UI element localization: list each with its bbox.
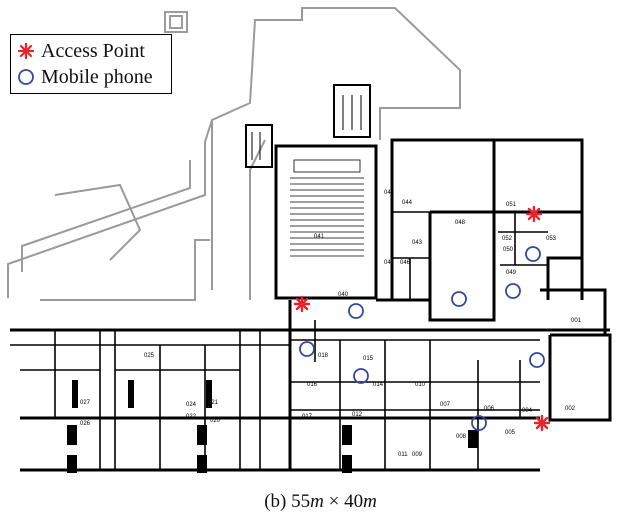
circle-icon — [18, 69, 34, 85]
caption-width-unit: m — [310, 491, 324, 512]
room-label: 052 — [502, 236, 513, 242]
caption-width: 55 — [291, 491, 311, 512]
caption-height-unit: m — [363, 491, 377, 512]
room-label: 025 — [144, 353, 155, 359]
room-label: 015 — [363, 356, 374, 362]
room-label: 008 — [456, 434, 467, 440]
mobile-phone-marker — [353, 368, 369, 384]
room-label: 047 — [384, 260, 395, 266]
mobile-phone-marker — [471, 415, 487, 431]
mobile-phone-marker — [348, 303, 364, 319]
mobile-phone-marker — [505, 283, 521, 299]
legend-row-mobile-phone: Mobile phone — [17, 65, 153, 89]
legend-row-access-point: Access Point — [17, 39, 145, 63]
access-point-marker — [525, 205, 543, 223]
room-label: 001 — [571, 318, 582, 324]
room-label: 020 — [210, 418, 221, 424]
room-label: 010 — [415, 382, 426, 388]
caption-prefix: (b) — [264, 491, 287, 512]
mobile-phones — [299, 246, 545, 431]
room-label: 043 — [412, 240, 423, 246]
legend: Access Point Mobile phone — [10, 34, 172, 94]
mobile-phone-marker — [529, 352, 545, 368]
room-label: 049 — [506, 270, 517, 276]
room-label: 051 — [506, 202, 517, 208]
caption-times: × — [328, 491, 340, 512]
room-label: 014 — [373, 382, 384, 388]
room-label: 007 — [440, 402, 451, 408]
room-label: 018 — [318, 353, 329, 359]
room-label: 027 — [80, 400, 91, 406]
main-walls — [10, 138, 612, 472]
room-label: 044 — [402, 200, 413, 206]
room-label: 006 — [484, 406, 495, 412]
room-label: 041 — [314, 234, 325, 240]
caption-height: 40 — [344, 491, 364, 512]
lecture-seating — [290, 159, 364, 257]
room-label: 040 — [338, 292, 349, 298]
room-label: 046 — [400, 260, 411, 266]
room-label: 017 — [302, 414, 313, 420]
room-label: 002 — [565, 406, 576, 412]
mobile-phone-marker — [299, 341, 315, 357]
room-label: 026 — [80, 421, 91, 427]
room-label: 012 — [352, 412, 363, 418]
room-label: 048 — [455, 220, 466, 226]
outer-building-outline — [7, 7, 461, 301]
room-label: 005 — [505, 430, 516, 436]
room-label: 022 — [186, 414, 197, 420]
stair-bars — [67, 380, 478, 473]
room-label: 016 — [307, 382, 318, 388]
room-labels: 041 042 044 048 043 047 046 051 052 053 … — [80, 190, 582, 458]
access-points — [293, 205, 551, 432]
mobile-phone-marker — [451, 291, 467, 307]
room-label: 009 — [412, 452, 423, 458]
access-point-marker — [293, 295, 311, 313]
room-label: 042 — [384, 190, 395, 196]
asterisk-icon — [17, 42, 35, 60]
room-label: 024 — [186, 402, 197, 408]
legend-mobile-phone-label: Mobile phone — [41, 65, 153, 88]
room-label: 053 — [546, 236, 557, 242]
mobile-phone-marker — [525, 246, 541, 262]
stair-block — [245, 84, 371, 168]
access-point-marker — [533, 414, 551, 432]
room-label: 050 — [503, 247, 514, 253]
figure-caption: (b) 55m × 40m — [0, 491, 641, 513]
room-label: 021 — [208, 400, 219, 406]
room-label: 004 — [522, 408, 533, 414]
legend-access-point-label: Access Point — [41, 39, 145, 62]
interior-walls — [10, 211, 548, 470]
room-label: 011 — [398, 452, 408, 458]
